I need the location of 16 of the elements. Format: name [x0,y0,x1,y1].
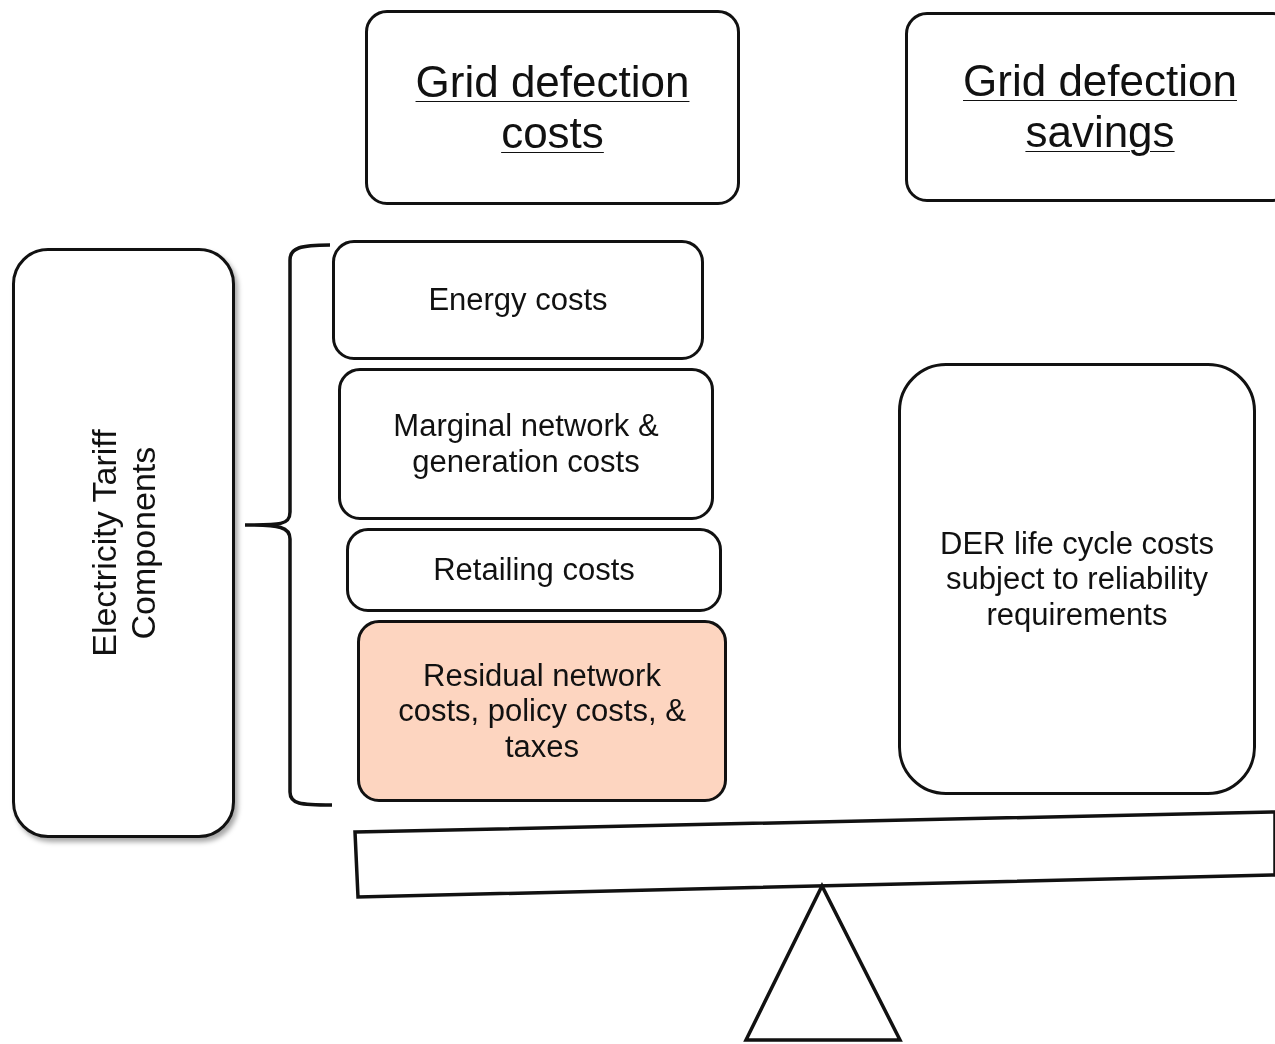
label-text: Residual network costs, policy costs, & taxes [397,657,687,765]
cost-box [338,368,714,520]
cost-box [357,620,727,802]
label-text: DER life cycle costs subject to reliability requirements [939,525,1215,633]
heading-box [905,12,1275,202]
label-text: Marginal network & generation costs [392,408,660,480]
label-text: Electricity Tariff Components [84,428,163,659]
cost-box [898,363,1256,795]
category-box [12,248,235,838]
heading-text: Grid defection savings [962,56,1238,158]
heading-box [365,10,740,205]
cost-box [346,528,722,612]
label-text: Retailing costs [433,552,635,588]
label-text: Energy costs [428,282,608,318]
cost-box [332,240,704,360]
heading-text: Grid defection costs [414,56,691,159]
